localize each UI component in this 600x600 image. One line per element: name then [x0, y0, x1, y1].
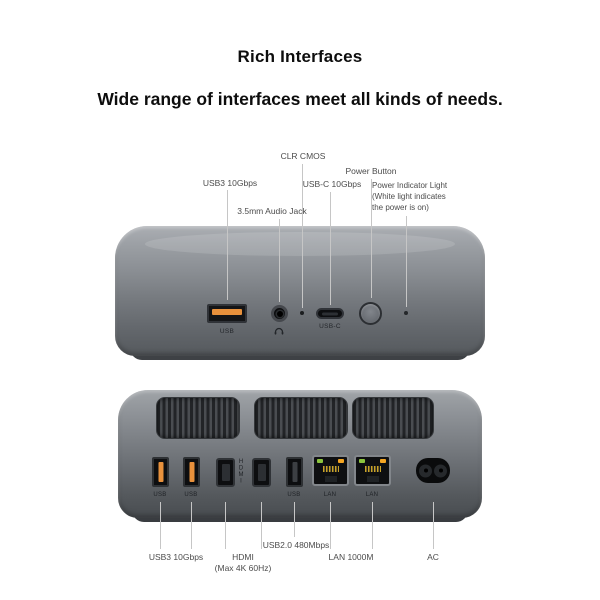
lan-led-amber [338, 459, 344, 463]
lan-port [354, 455, 391, 486]
power-indicator-led [404, 311, 408, 315]
callout-audio-jack: 3.5mm Audio Jack [237, 206, 307, 216]
callout-usbc: USB-C 10Gbps [302, 179, 362, 189]
front-port-label-usbc: USB-C [319, 323, 341, 330]
ac-pin [434, 464, 447, 477]
lan-led-green [359, 459, 365, 463]
callout-front-usb3: USB3 10Gbps [202, 178, 258, 188]
rear-port-label-hdmi-vertical: HDMI [238, 459, 244, 485]
usb-a-port [207, 304, 247, 323]
front-port-label-usb: USB [219, 328, 235, 335]
page-subtitle: Wide range of interfaces meet all kinds … [97, 89, 503, 109]
hdmi-port [216, 458, 235, 487]
vent-grille [254, 397, 348, 439]
leader-line [191, 502, 192, 549]
front-device-body [115, 226, 485, 356]
lan-pins [322, 466, 339, 472]
leader-line [330, 502, 331, 549]
usb-a-port [152, 457, 169, 487]
ac-pin [419, 464, 432, 477]
usb-a-port [183, 457, 200, 487]
rear-port-label-usb2: USB [184, 492, 198, 498]
ac-power-inlet [416, 458, 450, 483]
callout-usb2: USB2.0 480Mbps [262, 540, 330, 550]
power-button [359, 302, 382, 325]
callout-rear-usb3: USB3 10Gbps [148, 552, 204, 562]
page-title: Rich Interfaces [237, 47, 363, 66]
leader-line [227, 190, 228, 300]
rear-port-label-lan1: LAN [323, 492, 337, 498]
leader-line [406, 216, 407, 307]
leader-line [371, 179, 372, 298]
leader-line [279, 219, 280, 302]
hdmi-slot [257, 464, 266, 481]
audio-jack [271, 305, 288, 322]
callout-clr-cmos: CLR CMOS [280, 151, 326, 161]
leader-line [433, 502, 434, 549]
callout-lan: LAN 1000M [328, 552, 374, 562]
usb-tongue [212, 309, 242, 315]
usb-tongue [158, 462, 163, 482]
leader-line [261, 502, 262, 549]
leader-line [160, 502, 161, 549]
usb2-port [286, 457, 303, 487]
lan-tab-slot [366, 476, 379, 482]
lan-led-amber [380, 459, 386, 463]
audio-jack-hole [276, 310, 283, 317]
lan-led-green [317, 459, 323, 463]
hdmi-port [252, 458, 271, 487]
callout-ac: AC [427, 552, 439, 562]
rear-port-label-usb1: USB [153, 492, 167, 498]
leader-line [294, 502, 295, 537]
lan-pins [364, 466, 381, 472]
leader-line [302, 164, 303, 308]
vent-grille [352, 397, 434, 439]
rear-port-label-usb3: USB [287, 492, 301, 498]
lan-tab-slot [324, 476, 337, 482]
callout-hdmi: HDMI (Max 4K 60Hz) [214, 552, 272, 573]
usb-c-slot [322, 312, 338, 315]
vent-grille [156, 397, 240, 439]
lan-port [312, 455, 349, 486]
callout-power-indicator: Power Indicator Light (White light indic… [372, 181, 448, 212]
headphone-icon [274, 327, 284, 335]
usb-tongue [189, 462, 194, 482]
usb-c-port [316, 308, 344, 319]
leader-line [225, 502, 226, 549]
hdmi-slot [221, 464, 230, 481]
rear-port-label-lan2: LAN [365, 492, 379, 498]
callout-power-button: Power Button [345, 166, 397, 176]
clr-cmos-pinhole [300, 311, 304, 315]
usb-tongue [292, 462, 297, 482]
leader-line [330, 192, 331, 305]
leader-line [372, 502, 373, 549]
